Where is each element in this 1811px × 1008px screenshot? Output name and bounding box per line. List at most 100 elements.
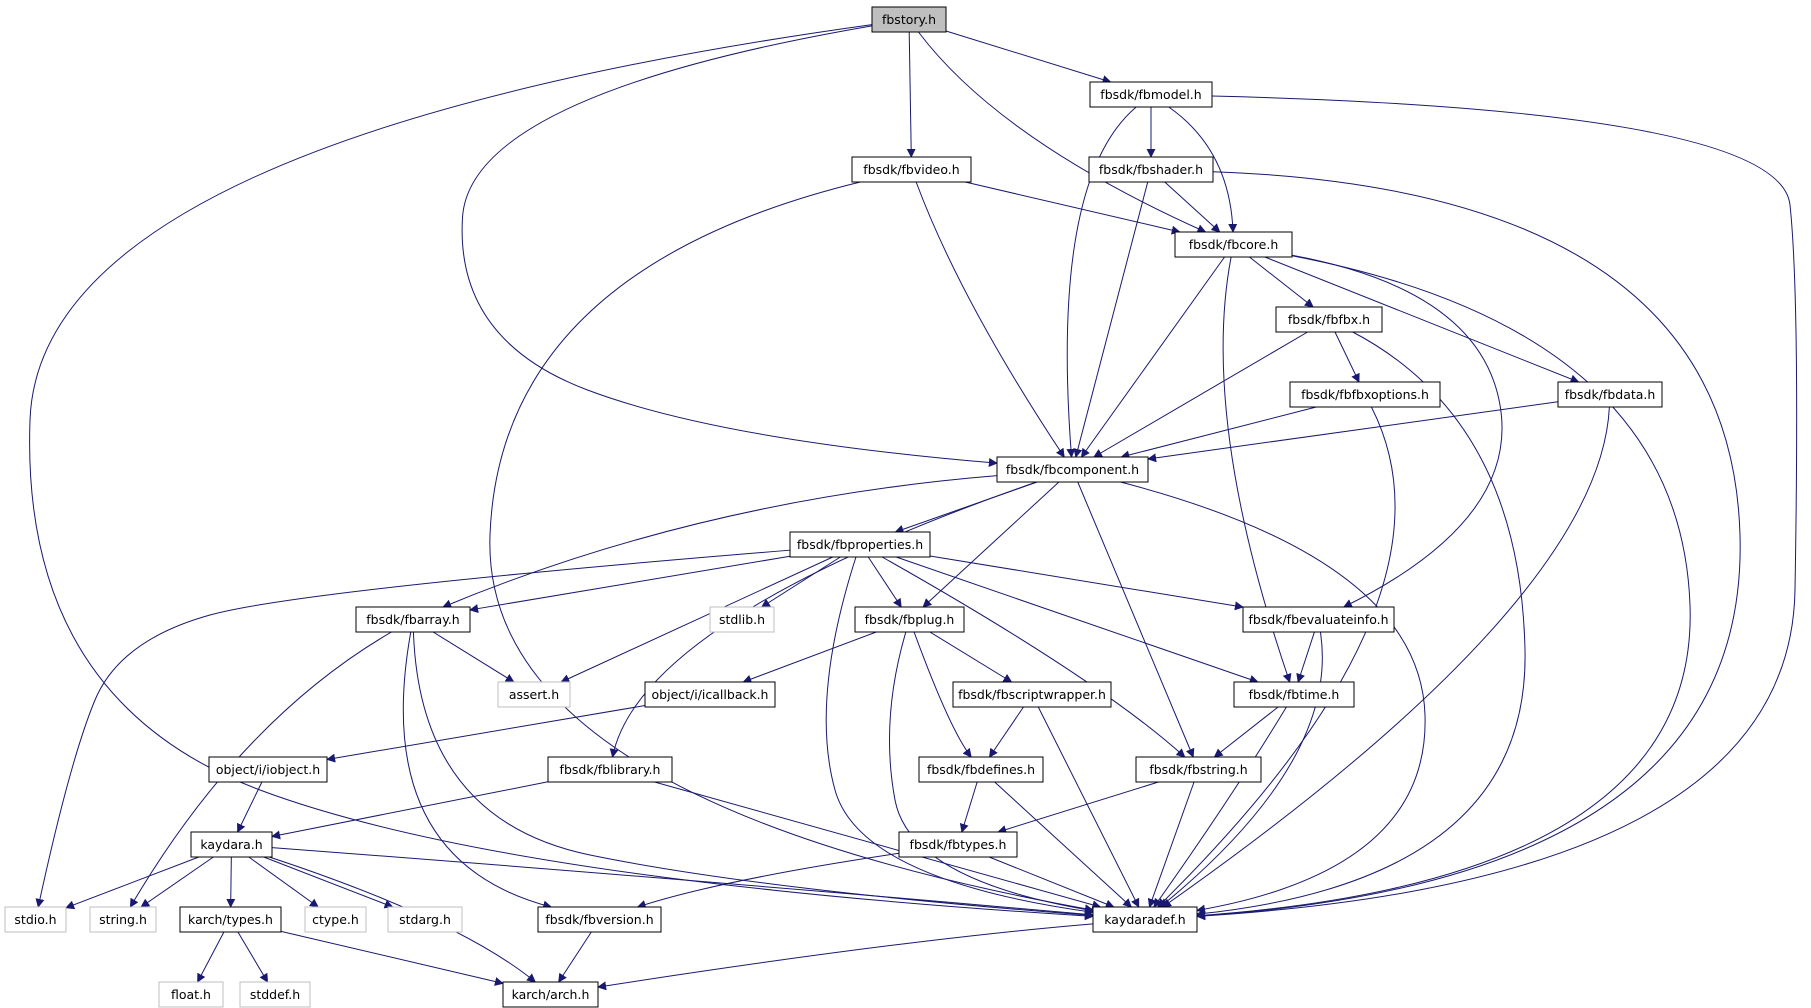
edge-fbshader-to-fbcore [1164,181,1221,233]
node-label: fbsdk/fbmodel.h [1100,87,1201,102]
node-fblibrary[interactable]: fbsdk/fblibrary.h [547,756,673,783]
edge-kaydara-to-string [140,856,214,908]
edge-fbstory-to-fbmodel [945,30,1112,84]
node-label: fbsdk/fbarray.h [366,612,459,627]
node-fbfbxoptions[interactable]: fbsdk/fbfbxoptions.h [1289,381,1441,408]
edge-fbcomponent-to-kaydaradef [1120,481,1426,914]
node-box [1089,81,1213,108]
node-label: object/i/iobject.h [216,762,320,777]
node-fbscriptwrapper[interactable]: fbsdk/fbscriptwrapper.h [952,681,1112,708]
edge-fbproperties-to-fbplug [867,556,902,608]
edge-fbtime-to-fbstring [1213,706,1279,758]
edge-fbproperties-to-fbevaluateinfo [929,555,1244,611]
edge-fbvideo-to-kaydaradef [489,181,1094,914]
node-label: fbsdk/fbdata.h [1565,387,1656,402]
edge-fbcore-to-kaydaradef [1196,255,1691,920]
node-fbdefines[interactable]: fbsdk/fbdefines.h [918,756,1044,783]
node-label: fbsdk/fblibrary.h [560,762,661,777]
edge-fbproperties-to-fbarray [469,555,791,614]
node-fbshader[interactable]: fbsdk/fbshader.h [1088,156,1214,183]
edge-fblibrary-to-kaydaradef [654,781,1102,910]
node-fbfbx[interactable]: fbsdk/fbfbx.h [1275,306,1383,333]
node-karcharch[interactable]: karch/arch.h [502,981,599,1008]
edge-kaydara-to-karchtypes [226,856,236,908]
edge-fbstory-to-kaydaradef [29,24,1094,921]
node-kaydaradef[interactable]: kaydaradef.h [1092,906,1198,933]
node-fbproperties[interactable]: fbsdk/fbproperties.h [789,531,931,558]
edge-fbstory-to-fbvideo [906,31,916,158]
edge-fbfbx-to-kaydaradef [1196,331,1526,918]
node-assert: assert.h [497,681,571,708]
node-box [355,606,471,633]
node-layer: fbstory.h fbsdk/fbmodel.h fbsdk/fbvideo.h f… [4,6,1663,1008]
node-fbstory[interactable]: fbstory.h [871,6,947,33]
node-box [179,906,282,933]
node-fbmodel[interactable]: fbsdk/fbmodel.h [1089,81,1213,108]
edge-fbcore-to-fbfbx [1249,256,1314,308]
node-box [387,906,463,933]
node-label: kaydara.h [200,837,262,852]
node-iobject[interactable]: object/i/iobject.h [208,756,328,783]
node-fbtypes[interactable]: fbsdk/fbtypes.h [898,831,1018,858]
edge-fbstring-to-kaydaradef [1147,781,1195,908]
node-fbcore[interactable]: fbsdk/fbcore.h [1174,231,1293,258]
node-box [502,981,599,1008]
edge-icallback-to-iobject [326,705,646,763]
node-box [208,756,328,783]
edge-fbproperties-to-kaydaradef [825,556,1094,916]
edge-fbproperties-to-assert [560,556,834,683]
node-box [854,606,965,633]
node-stddef: stddef.h [239,981,311,1008]
node-box [158,981,224,1008]
edge-kaydaradef-to-karcharch [597,923,1094,991]
node-fbcomponent[interactable]: fbsdk/fbcomponent.h [996,456,1149,483]
node-box [851,156,972,183]
node-fbvideo[interactable]: fbsdk/fbvideo.h [851,156,972,183]
node-label: karch/arch.h [512,987,590,1002]
node-box [89,906,157,933]
node-box [1092,906,1198,933]
edge-fbarray-to-assert [432,631,515,683]
node-box [1233,681,1355,708]
edge-fbproperties-to-stdio [35,549,791,908]
node-label: fbsdk/fbproperties.h [797,537,923,552]
edge-fbshader-to-fbcomponent [1073,181,1149,458]
node-label: fbsdk/fbscriptwrapper.h [958,687,1106,702]
node-fbarray[interactable]: fbsdk/fbarray.h [355,606,471,633]
node-fbevaluateinfo[interactable]: fbsdk/fbevaluateinfo.h [1242,606,1395,633]
node-box [1242,606,1395,633]
edge-kaydara-to-stdarg [263,856,394,909]
node-kaydara[interactable]: kaydara.h [190,831,273,858]
node-box [1275,306,1383,333]
node-icallback[interactable]: object/i/icallback.h [644,681,776,708]
edge-fbfbx-to-fbfbxoptions [1334,331,1360,383]
node-label: ctype.h [312,912,359,927]
edge-fbdefines-to-kaydaradef [994,781,1132,908]
node-fbstring[interactable]: fbsdk/fbstring.h [1135,756,1262,783]
node-label: stdio.h [14,912,56,927]
edge-fbtypes-to-fbversion [636,852,900,909]
node-box [4,906,67,933]
node-box [1289,381,1441,408]
node-stdlib: stdlib.h [709,606,775,633]
node-label: fbsdk/fbcomponent.h [1006,462,1139,477]
edge-fbmodel-to-kaydaradef [1196,95,1798,921]
edge-iobject-to-kaydara [237,781,263,833]
edge-karchtypes-to-stddef [237,931,269,983]
node-label: fbsdk/fbcore.h [1189,237,1279,252]
node-karchtypes[interactable]: karch/types.h [179,906,282,933]
node-fbversion[interactable]: fbsdk/fbversion.h [537,906,662,933]
node-box [952,681,1112,708]
node-label: fbsdk/fbtime.h [1249,687,1340,702]
node-fbtime[interactable]: fbsdk/fbtime.h [1233,681,1355,708]
edge-fbcomponent-to-fbplug [922,481,1060,608]
node-fbdata[interactable]: fbsdk/fbdata.h [1557,381,1663,408]
node-fbplug[interactable]: fbsdk/fbplug.h [854,606,965,633]
node-label: fbsdk/fbplug.h [865,612,955,627]
node-label: object/i/icallback.h [652,687,769,702]
node-label: string.h [99,912,147,927]
edge-fbvideo-to-fbcomponent [915,181,1065,458]
edge-fbtypes-to-kaydaradef [988,856,1115,909]
edge-kaydara-to-kaydaradef [271,847,1094,919]
node-label: fbsdk/fbshader.h [1099,162,1203,177]
